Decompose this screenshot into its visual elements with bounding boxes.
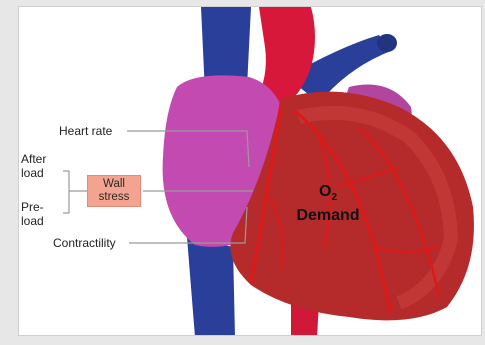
heart-illustration <box>19 7 482 336</box>
after-load-label-line2: load <box>21 167 44 180</box>
heart-rate-label: Heart rate <box>59 125 112 138</box>
after-load-label-line1: After <box>21 153 46 166</box>
o2-demand-label: O2 Demand <box>283 183 373 225</box>
load-bracket <box>63 171 69 213</box>
pre-load-label-line1: Pre- <box>21 201 44 214</box>
demand-text: Demand <box>283 207 373 225</box>
contractility-label: Contractility <box>53 237 116 250</box>
wall-stress-box: Wall stress <box>87 175 141 207</box>
wall-stress-label-line1: Wall <box>103 178 125 191</box>
pre-load-label-line2: load <box>21 215 44 228</box>
wall-stress-label-line2: stress <box>99 191 130 204</box>
inferior-vena-cava <box>187 237 235 336</box>
diagram-frame: Heart rate After load Wall stress Pre- l… <box>18 6 482 336</box>
o2-symbol: O2 <box>283 183 373 207</box>
